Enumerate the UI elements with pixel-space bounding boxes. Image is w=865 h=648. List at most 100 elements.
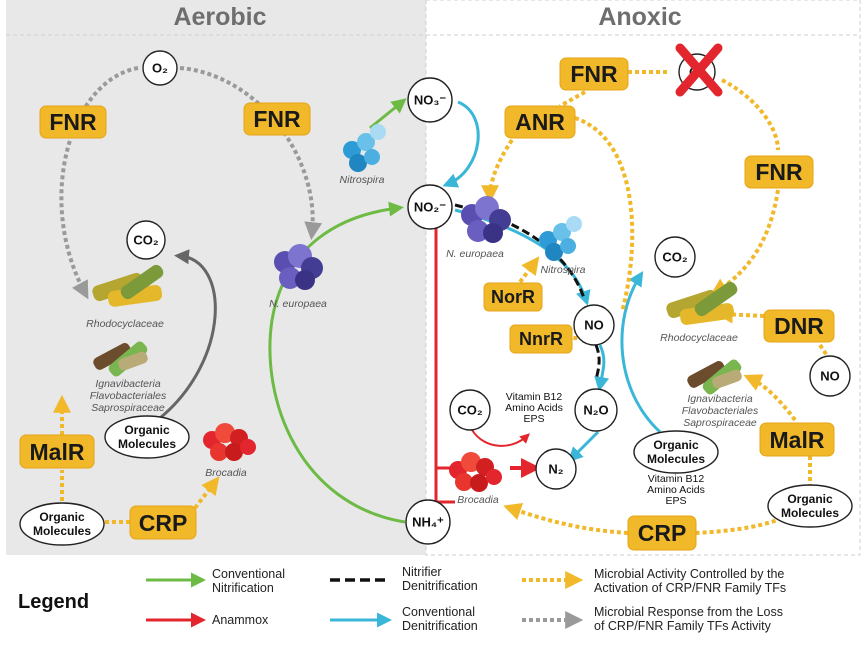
- legend-nitrifier-denitrification-line2: Denitrification: [402, 579, 478, 593]
- aerobic-nitrospira-icon: [343, 124, 386, 172]
- anoxic-anr-box: ANR: [504, 105, 576, 139]
- anoxic-organic-molecules-right: Organic Molecules: [767, 484, 853, 528]
- svg-text:Organic: Organic: [787, 492, 833, 506]
- svg-text:Molecules: Molecules: [118, 437, 176, 451]
- anoxic-ignavibacteria-label: Ignavibacteria: [687, 393, 753, 405]
- legend-tf-activity-line2: Activation of CRP/FNR Family TFs: [594, 581, 786, 595]
- fnr-right-to-rhodocyclaceae-arrow: [709, 189, 780, 296]
- aerobic-ignavibacteria-label: Ignavibacteria: [95, 378, 161, 390]
- svg-text:NO₃⁻: NO₃⁻: [414, 93, 447, 108]
- o2-to-fnr-right-line: [721, 78, 780, 151]
- svg-text:NO: NO: [584, 318, 604, 333]
- svg-text:Molecules: Molecules: [33, 524, 91, 538]
- anoxic-dnr-box: DNR: [763, 309, 835, 343]
- nitrospira-to-no3-green-arrow: [369, 98, 407, 130]
- anoxic-rhodocyclaceae-label: Rhodocyclaceae: [660, 332, 738, 344]
- anoxic-crp-box: CRP: [627, 515, 697, 551]
- svg-text:FNR: FNR: [755, 159, 803, 185]
- svg-text:Organic: Organic: [653, 438, 699, 452]
- anoxic-rhodocyclaceae-icon: [666, 281, 738, 325]
- anoxic-nitrospira-label: Nitrospira: [541, 264, 586, 276]
- no2-node: NO₂⁻: [407, 184, 453, 230]
- anoxic-fnr-to-anr-line: [559, 90, 586, 108]
- anoxic-co2-top-node: CO₂: [654, 236, 696, 278]
- aerobic-header: Aerobic: [173, 3, 266, 31]
- svg-text:NH₄⁺: NH₄⁺: [412, 515, 444, 530]
- aerobic-fnr-left-box: FNR: [39, 105, 107, 139]
- products-amino-acids-top: Amino Acids: [505, 402, 563, 414]
- n2o-to-n2-blue-arrow: [567, 430, 600, 463]
- anoxic-brocadia-label: Brocadia: [457, 494, 499, 506]
- legend-title: Legend: [18, 591, 89, 613]
- aerobic-nitrospira-label: Nitrospira: [340, 174, 385, 186]
- anoxic-nitrospira-icon: [539, 216, 582, 261]
- no-dnr-node: NO: [809, 355, 851, 397]
- aerobic-rhodocyclaceae-icon: [92, 264, 164, 307]
- svg-text:Molecules: Molecules: [781, 506, 839, 520]
- svg-text:N₂: N₂: [548, 462, 563, 477]
- anoxic-fnr-top-box: FNR: [559, 57, 629, 91]
- anoxic-ignavibacteria-icon: [687, 359, 742, 395]
- svg-text:FNR: FNR: [570, 61, 618, 87]
- no-to-n2o-black-dashed: [594, 344, 601, 381]
- anoxic-header: Anoxic: [598, 3, 681, 31]
- anoxic-co2-bottom-node: CO₂: [449, 389, 491, 431]
- aerobic-n-europaea-label: N. europaea: [269, 298, 327, 310]
- svg-text:Organic: Organic: [124, 423, 170, 437]
- crp-to-brocadia-arrow: [503, 502, 629, 535]
- products-eps-bottom: EPS: [665, 495, 686, 507]
- legend-denitrification-line1: Conventional: [402, 605, 475, 619]
- svg-text:CRP: CRP: [139, 510, 188, 536]
- legend-anammox-line1: Anammox: [212, 613, 269, 627]
- svg-text:MalR: MalR: [770, 427, 825, 453]
- aerobic-organic-molecules-top: Organic Molecules: [104, 415, 190, 459]
- aerobic-malr-box: MalR: [19, 434, 95, 469]
- products-vitamin-b12-bottom: Vitamin B12: [648, 473, 705, 485]
- aerobic-rhodocyclaceae-label: Rhodocyclaceae: [86, 318, 164, 330]
- no3-to-no2-blue-arrow: [442, 100, 480, 188]
- svg-text:Molecules: Molecules: [647, 452, 705, 466]
- no-node: NO: [573, 304, 615, 346]
- nh4-to-no2-green-arrow: [268, 201, 406, 524]
- svg-text:DNR: DNR: [774, 313, 824, 339]
- anr-to-n-europaea-arrow: [481, 138, 514, 204]
- svg-text:Organic: Organic: [39, 510, 85, 524]
- aerobic-saprospiraceae-label: Saprospiraceae: [91, 402, 165, 414]
- legend-nitrification-line1: Conventional: [212, 567, 285, 581]
- anoxic-nnrr-box: NnrR: [509, 324, 573, 354]
- legend-denitrification-line2: Denitrification: [402, 619, 478, 633]
- anr-to-no-loop: [574, 116, 635, 313]
- svg-text:CO₂: CO₂: [662, 250, 688, 265]
- aerobic-brocadia-icon: [203, 423, 256, 461]
- anoxic-flavobacteriales-label: Flavobacteriales: [682, 405, 759, 417]
- aerobic-gray-cycle-left: [59, 66, 139, 300]
- legend-nitrification-line2: Nitrification: [212, 581, 274, 595]
- svg-text:ANR: ANR: [515, 109, 565, 135]
- products-eps-top: EPS: [523, 413, 544, 425]
- aerobic-brocadia-label: Brocadia: [205, 467, 247, 479]
- aerobic-flavobacteriales-label: Flavobacteriales: [90, 390, 167, 402]
- svg-text:CO₂: CO₂: [457, 403, 483, 418]
- no-to-n2o-blue-arrow: [594, 344, 610, 392]
- co2-to-products-red-arrow: [471, 429, 530, 447]
- legend-tf-loss-line2: of CRP/FNR Family TFs Activity: [594, 619, 772, 633]
- nh4-node: NH₄⁺: [405, 499, 451, 545]
- svg-text:FNR: FNR: [253, 106, 301, 132]
- aerobic-fnr-right-box: FNR: [243, 102, 311, 136]
- absent-cross-icon: [675, 43, 723, 97]
- svg-text:N₂O: N₂O: [583, 403, 608, 418]
- products-vitamin-b12-top: Vitamin B12: [506, 391, 563, 403]
- legend: Legend Conventional Nitrification Anammo…: [18, 565, 786, 633]
- n2o-node: N₂O: [574, 388, 618, 432]
- svg-text:NorR: NorR: [491, 287, 535, 307]
- aerobic-n-europaea-icon: [274, 244, 323, 290]
- organic-to-crp-line: [694, 516, 783, 535]
- aerobic-crp-box: CRP: [129, 505, 197, 540]
- anoxic-n-europaea-label: N. europaea: [446, 248, 504, 260]
- no3-node: NO₃⁻: [407, 77, 453, 123]
- aerobic-organic-molecules-bottom: Organic Molecules: [19, 502, 105, 546]
- legend-tf-activity-line1: Microbial Activity Controlled by the: [594, 567, 784, 581]
- aerobic-co2-node: CO₂: [126, 220, 166, 260]
- svg-text:MalR: MalR: [30, 439, 85, 465]
